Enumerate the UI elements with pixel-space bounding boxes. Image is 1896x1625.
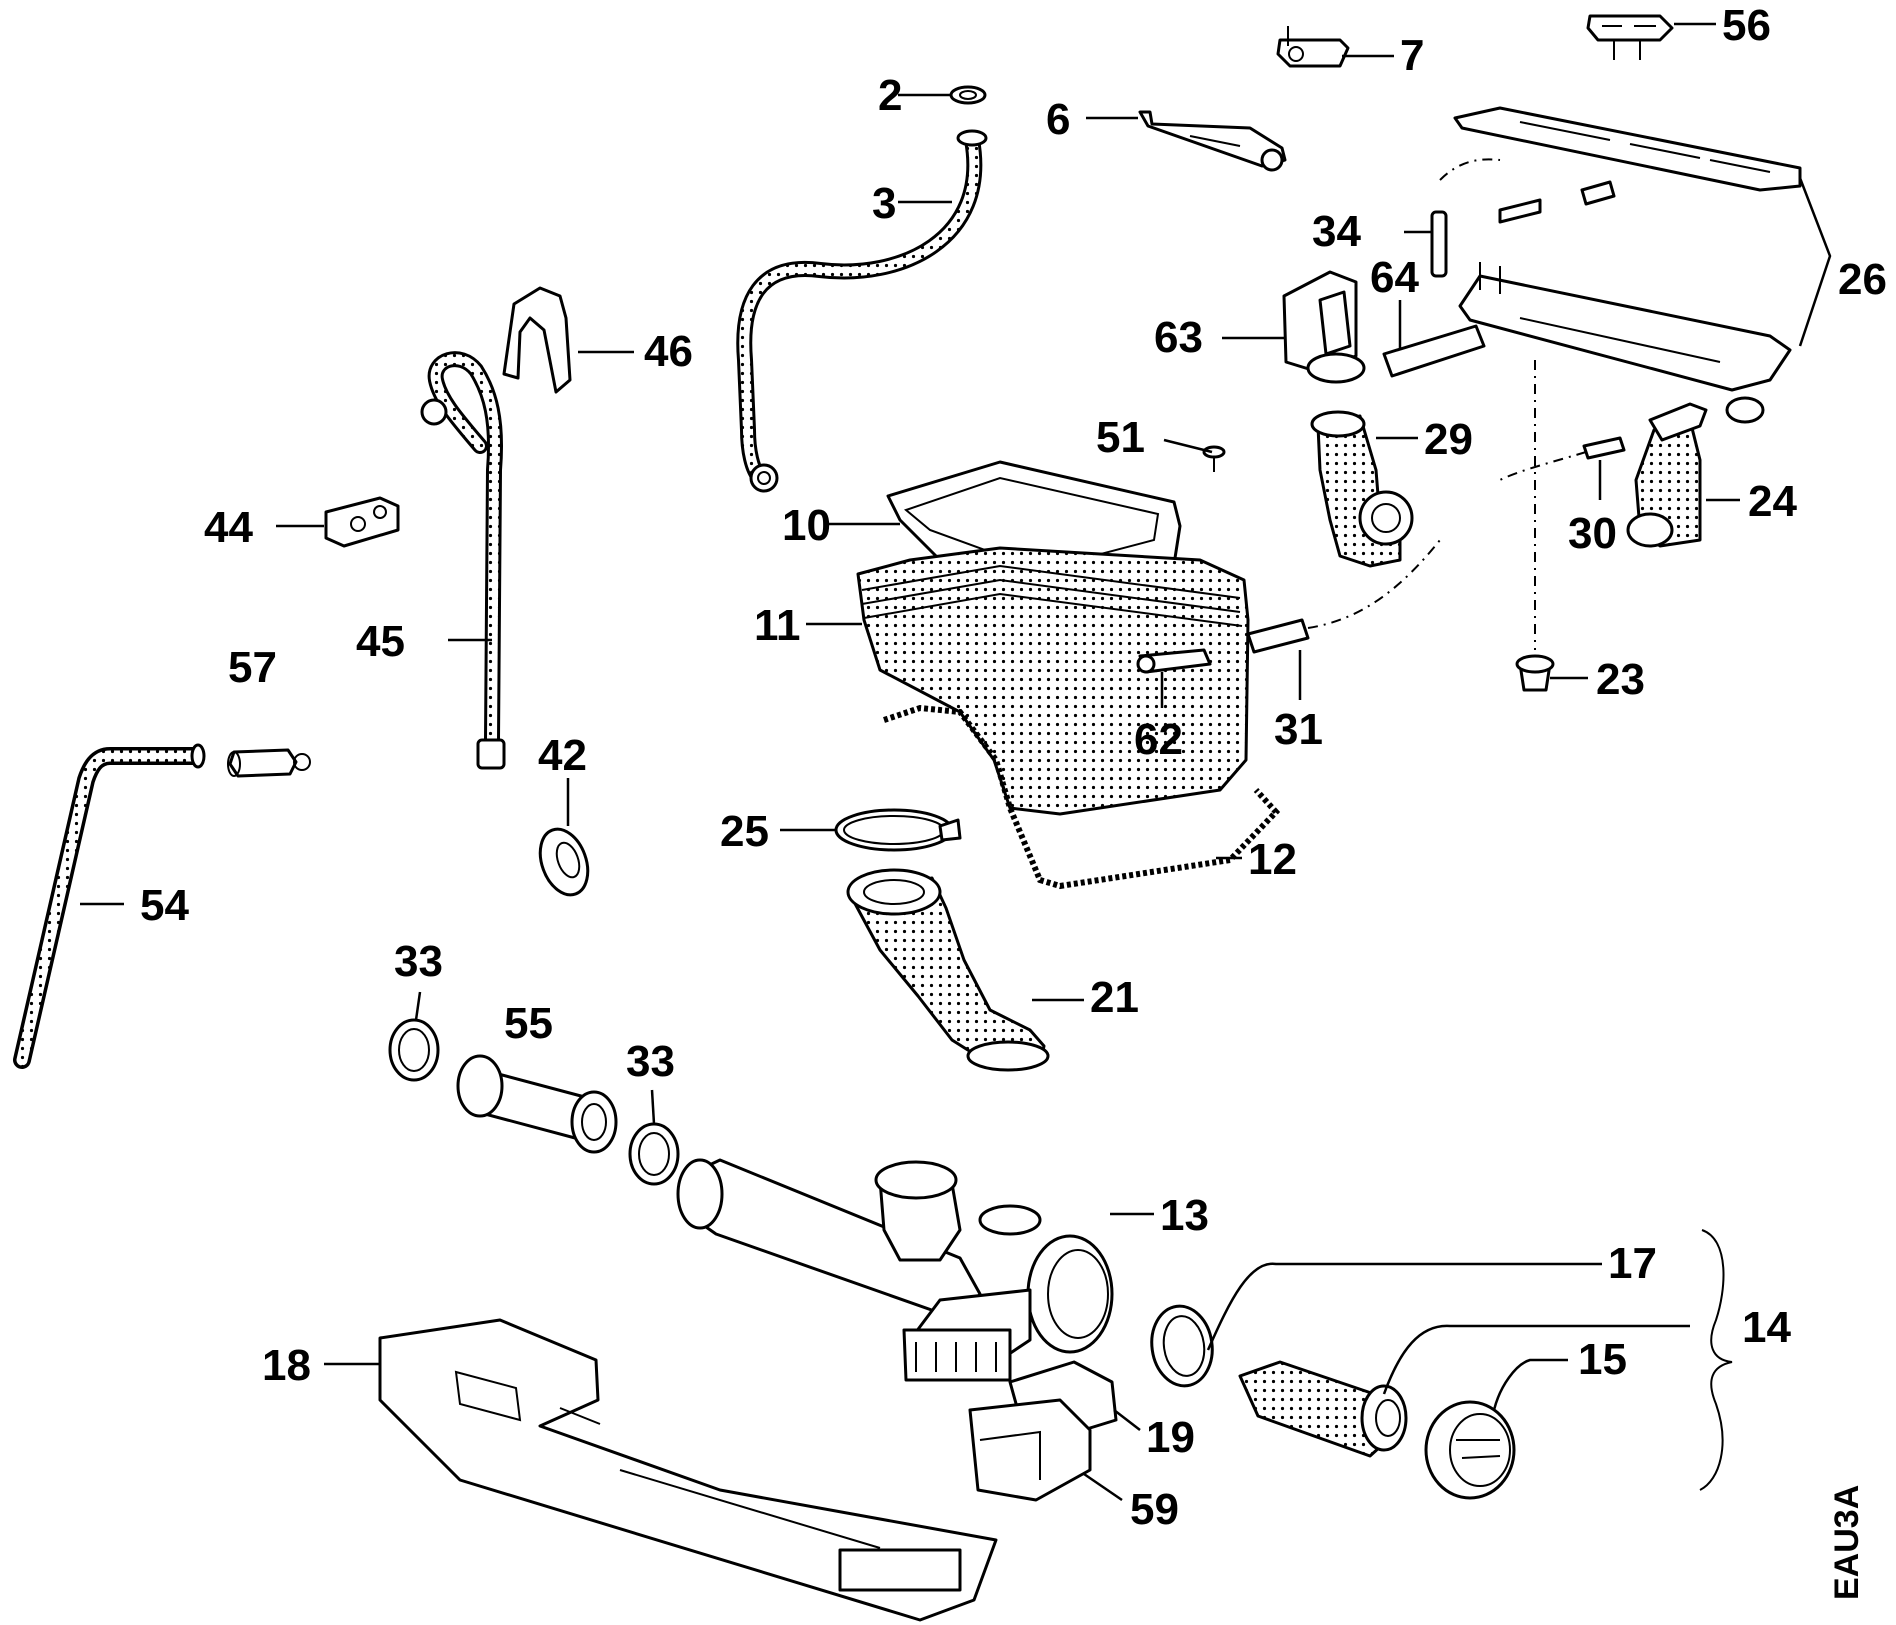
- part-62-clip: [1136, 648, 1212, 674]
- callout-6: 6: [1046, 95, 1070, 144]
- callout-33-left: 33: [394, 937, 443, 986]
- callout-12: 12: [1248, 835, 1297, 884]
- callout-46: 46: [644, 327, 693, 376]
- part-18-base-frame: [378, 1318, 998, 1622]
- leader-lines: [80, 22, 1832, 1502]
- part-64-hose: [1382, 324, 1486, 378]
- part-55-tube: [456, 1054, 618, 1154]
- part-51-screw: [1202, 445, 1226, 472]
- callout-10: 10: [782, 501, 831, 550]
- part-42-grommet: [538, 827, 590, 897]
- callout-30: 30: [1568, 509, 1617, 558]
- callout-2: 2: [878, 71, 902, 120]
- part-17-ring: [1150, 1304, 1214, 1388]
- part-63-valve: [1282, 270, 1366, 384]
- callout-21: 21: [1090, 973, 1139, 1022]
- part-2-seal: [949, 85, 987, 105]
- callout-51: 51: [1096, 413, 1145, 462]
- callout-17: 17: [1608, 1239, 1657, 1288]
- part-3-inlet-hose: [736, 129, 988, 493]
- part-33-ring-left: [388, 1018, 440, 1082]
- part-54-tube: [13, 743, 206, 1069]
- part-14-bracket: [1699, 1229, 1733, 1491]
- callout-26: 26: [1838, 255, 1887, 304]
- part-12-seal-cord: [883, 704, 1281, 890]
- callout-7: 7: [1400, 31, 1424, 80]
- part-26-dispenser: [1439, 106, 1802, 424]
- part-59-holder: [968, 1398, 1092, 1502]
- callout-33-right: 33: [626, 1037, 675, 1086]
- part-44-clip: [324, 496, 400, 548]
- callout-11: 11: [754, 601, 801, 650]
- part-45-drain-hose: [420, 351, 506, 770]
- part-15-filter-cap: [1424, 1400, 1516, 1500]
- callout-19: 19: [1146, 1413, 1195, 1462]
- part-21-bellows-hose: [846, 868, 1050, 1072]
- callout-13: 13: [1160, 1191, 1209, 1240]
- callout-14: 14: [1742, 1303, 1791, 1352]
- callout-23: 23: [1596, 655, 1645, 704]
- callout-42: 42: [538, 731, 587, 780]
- callout-25: 25: [720, 807, 769, 856]
- part-31-pipe: [1246, 539, 1441, 654]
- part-24-chamber: [1626, 402, 1708, 548]
- callout-29: 29: [1424, 415, 1473, 464]
- part-30-pin: [1499, 436, 1626, 481]
- drawing-code: EAU3A: [1828, 1485, 1866, 1600]
- callout-56: 56: [1722, 1, 1771, 50]
- part-filter-insert: [1238, 1360, 1408, 1458]
- callout-55: 55: [504, 999, 553, 1048]
- callout-54: 54: [140, 881, 189, 930]
- callout-15: 15: [1578, 1335, 1627, 1384]
- part-46-hose-guide: [502, 286, 572, 394]
- callout-63: 63: [1154, 313, 1203, 362]
- callout-64: 64: [1370, 253, 1419, 302]
- part-6-bracket: [1138, 110, 1287, 172]
- part-11-housing: [856, 546, 1250, 816]
- callout-18: 18: [262, 1341, 311, 1390]
- callout-31: 31: [1274, 705, 1323, 754]
- callout-34: 34: [1312, 207, 1361, 256]
- callout-59: 59: [1130, 1485, 1179, 1534]
- callout-24: 24: [1748, 477, 1797, 526]
- callout-62: 62: [1134, 715, 1183, 764]
- callout-44: 44: [204, 503, 253, 552]
- part-23-plug: [1515, 360, 1555, 692]
- callout-57: 57: [228, 643, 277, 692]
- part-25-clamp: [834, 808, 962, 852]
- callout-45: 45: [356, 617, 405, 666]
- callout-3: 3: [872, 179, 896, 228]
- part-56-clip: [1586, 14, 1674, 60]
- part-34-pipe: [1430, 210, 1448, 278]
- part-13-pump-housing: [676, 1158, 1114, 1382]
- part-33-ring-right: [628, 1122, 680, 1186]
- part-7-clip: [1276, 26, 1350, 68]
- part-29-bellows: [1310, 410, 1414, 568]
- part-57-connector: [227, 748, 311, 778]
